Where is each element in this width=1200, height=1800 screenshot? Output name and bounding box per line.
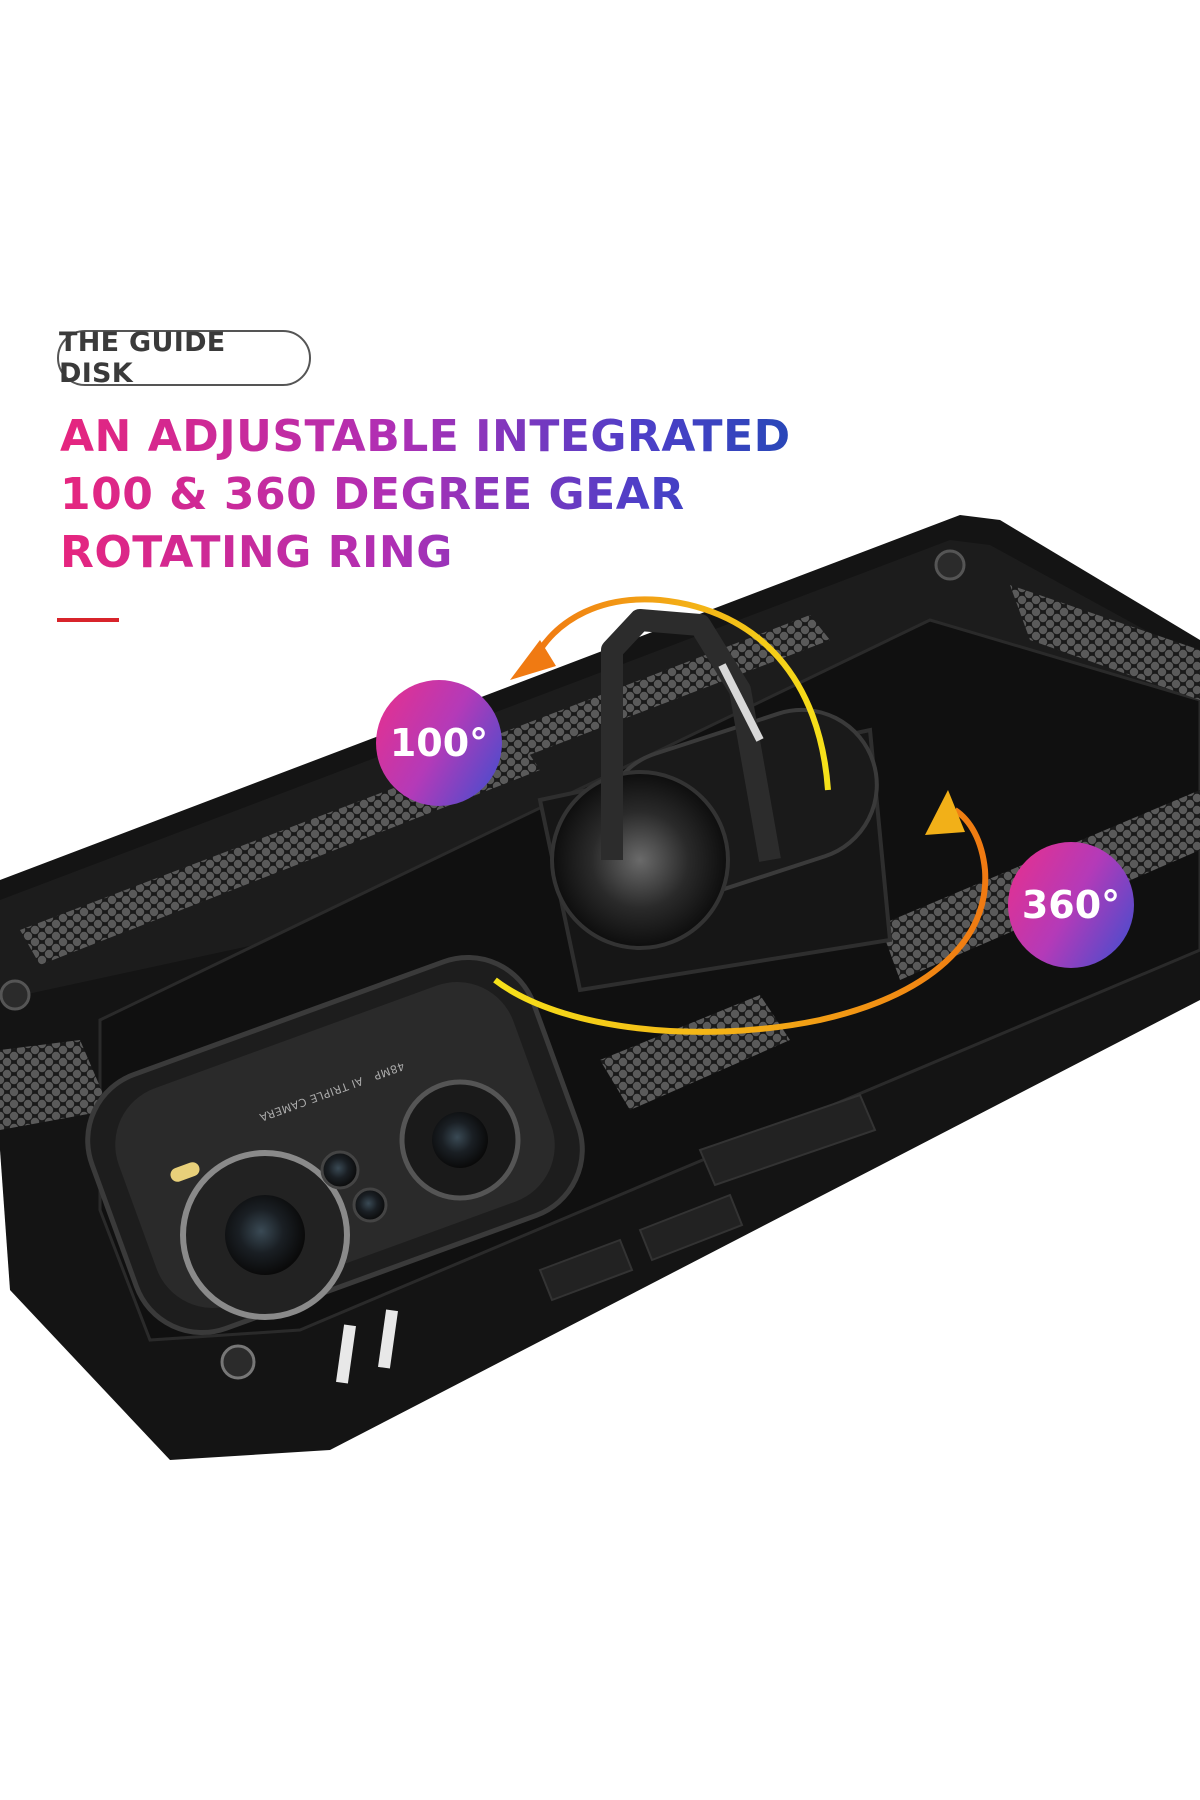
accent-divider <box>57 618 119 622</box>
badge-360-degree: 360° <box>1008 842 1134 968</box>
ring-holder <box>537 609 893 993</box>
rotation-arrows <box>493 596 989 1035</box>
badge-100-degree: 100° <box>376 680 502 806</box>
camera-module <box>85 954 585 1336</box>
headline-line-3: ROTATING RING <box>60 524 791 582</box>
headline-line-2: 100 & 360 DEGREE GEAR <box>60 466 791 524</box>
headline-line-1: AN ADJUSTABLE INTEGRATED <box>60 408 791 466</box>
section-label-pill: THE GUIDE DISK <box>57 327 311 389</box>
headline: AN ADJUSTABLE INTEGRATED 100 & 360 DEGRE… <box>60 408 791 582</box>
